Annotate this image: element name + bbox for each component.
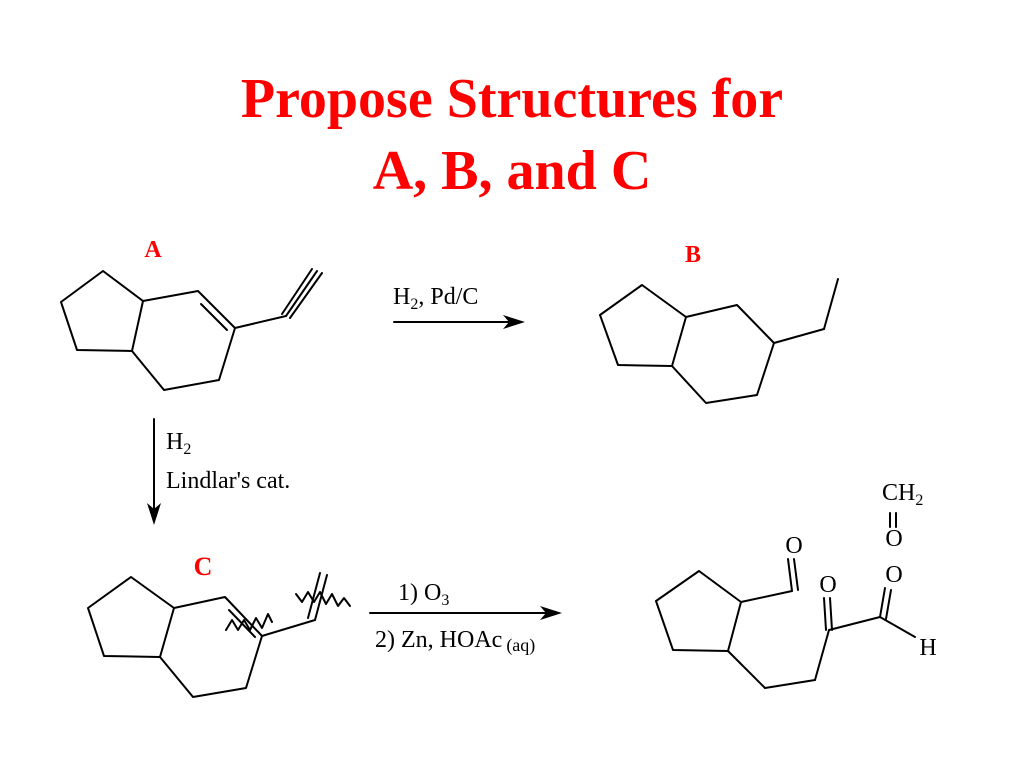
arrow-a-to-c-head (147, 503, 161, 525)
reagent-a-to-c-line1: H2 (166, 429, 191, 458)
label-c: C (194, 552, 213, 581)
reagent-a-to-c-line2: Lindlar's cat. (166, 468, 290, 494)
product-structure (655, 512, 916, 689)
compound-c-structure (87, 572, 351, 698)
reagent-a-to-b: H2, Pd/C (393, 284, 478, 313)
atom-o-aldehyde: O (785, 533, 802, 559)
compound-a-structure (60, 268, 323, 391)
reagent-step1: 1) O3 (398, 580, 449, 609)
slide-title-line1: Propose Structures for (240, 68, 784, 130)
reagent-step2: 2) Zn, HOAc(aq) (375, 627, 535, 656)
atom-o-ketone: O (819, 572, 836, 598)
label-a: A (144, 237, 162, 263)
atom-o-terminal: O (885, 562, 902, 588)
atom-o-formaldehyde: O (885, 526, 902, 552)
compound-b-structure (599, 278, 839, 404)
label-b: B (685, 242, 701, 268)
arrow-c-to-product-head (540, 606, 562, 620)
atom-ch2: CH2 (882, 480, 923, 509)
slide-title-line2: A, B, and C (372, 140, 652, 202)
atom-h: H (919, 635, 936, 661)
arrow-a-to-b-head (503, 315, 525, 329)
